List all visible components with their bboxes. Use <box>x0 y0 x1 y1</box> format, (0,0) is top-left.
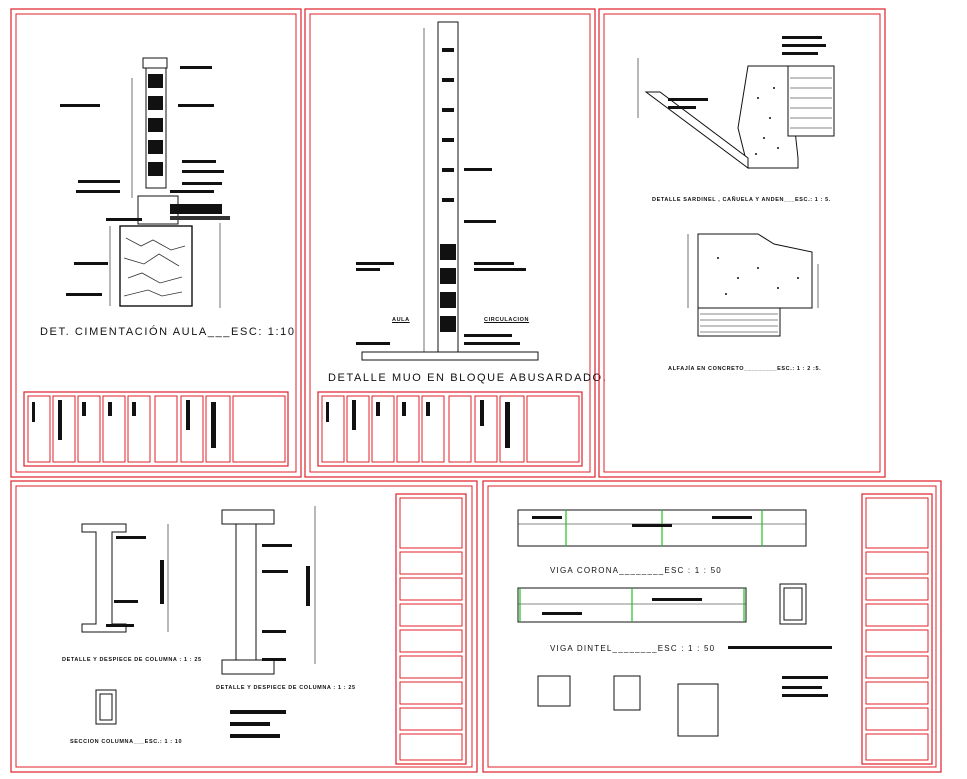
sheet3-title-bottom: ALFAJÍA EN CONCRETO_________ESC.: 1 : 2 … <box>668 366 822 372</box>
sheet-muro-bloque: AULA CIRCULACION DETALLE MUO EN BLOQUE A… <box>304 8 606 478</box>
sheet3-title-top: DETALLE SARDINEL , CAÑUELA Y ANDEN___ESC… <box>652 197 831 203</box>
sheet-cimentacion: DET. CIMENTACIÓN AULA___ESC: 1:10 <box>10 8 302 478</box>
sheet-sardinel-drawing <box>598 8 886 478</box>
sheet2-title: DETALLE MUO EN BLOQUE ABUSARDADO. <box>328 372 608 384</box>
sheet4-label-section: SECCION COLUMNA___ESC.: 1 : 10 <box>70 739 183 745</box>
sheet-vigas-drawing <box>482 480 942 773</box>
sheet-muro-drawing <box>304 8 596 478</box>
sheet4-label-col2: DETALLE Y DESPIECE DE COLUMNA : 1 : 25 <box>216 685 356 691</box>
sheet-cimentacion-drawing <box>10 8 302 478</box>
sheet4-label-col1: DETALLE Y DESPIECE DE COLUMNA : 1 : 25 <box>62 657 202 663</box>
sheet1-title: DET. CIMENTACIÓN AULA___ESC: 1:10 <box>40 326 296 338</box>
sheet2-label-left: AULA <box>392 317 410 323</box>
sheet-sardinel: DETALLE SARDINEL , CAÑUELA Y ANDEN___ESC… <box>598 8 886 478</box>
sheet-columna-drawing <box>10 480 478 773</box>
sheet-vigas: VIGA CORONA________ESC : 1 : 50 VIGA DIN… <box>482 480 942 773</box>
sheet5-label-dintel: VIGA DINTEL________ESC : 1 : 50 <box>550 644 716 653</box>
sheet-columna: DETALLE Y DESPIECE DE COLUMNA : 1 : 25 D… <box>10 480 478 773</box>
sheet5-label-corona: VIGA CORONA________ESC : 1 : 50 <box>550 566 722 575</box>
sheet2-label-right: CIRCULACION <box>484 317 530 323</box>
